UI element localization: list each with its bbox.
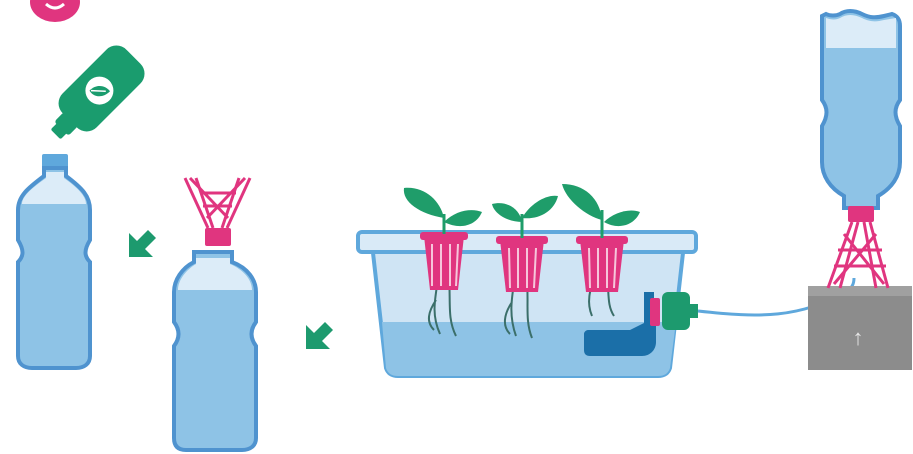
nutrient-bottle [39,40,151,152]
water-bottle-full [18,154,90,368]
arrow-up-icon: ↑ [842,322,874,354]
reservoir-bottle [822,11,900,288]
arrow-down-left-icon [306,322,333,349]
cut-bottle-with-support [174,178,256,450]
arrow-down-left-icon [129,230,156,257]
step-badge [30,0,80,22]
